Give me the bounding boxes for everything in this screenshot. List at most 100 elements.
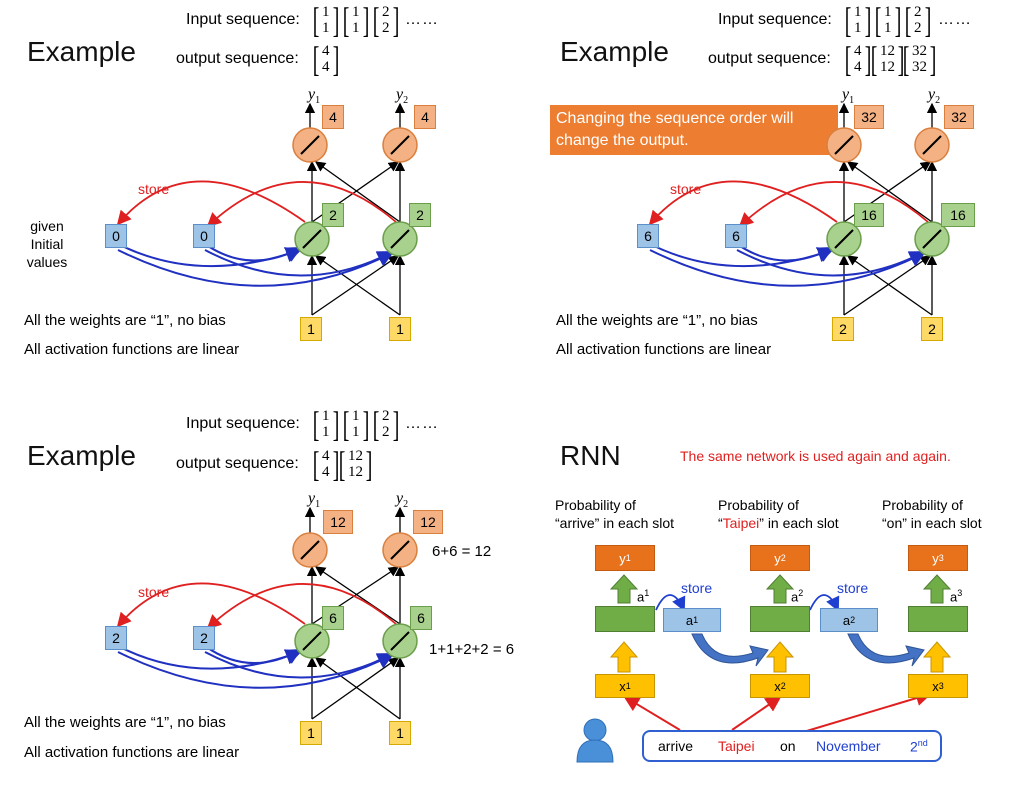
output-value-box: 32 xyxy=(854,105,884,129)
network-diagram xyxy=(116,506,418,720)
rnn-diagram xyxy=(576,574,952,763)
weights-note: All the weights are “1”, no bias xyxy=(556,312,758,329)
example-panel-2: Example Input sequence: output sequence:… xyxy=(510,0,1020,391)
rnn-panel: RNN The same network is used again and a… xyxy=(510,400,1020,791)
output-label-y1: y1 xyxy=(308,86,321,107)
memory-cell: 2 xyxy=(105,626,127,650)
hidden-value-box: 6 xyxy=(322,606,344,630)
output-value-box: 4 xyxy=(414,105,436,129)
input-value-box: 2 xyxy=(832,317,854,341)
input-value-box: 1 xyxy=(300,317,322,341)
panel-title: RNN xyxy=(560,440,621,471)
output-label-y1: y1 xyxy=(842,86,855,107)
memory-cell: 6 xyxy=(637,224,659,248)
rnn-subtitle: The same network is used again and again… xyxy=(680,448,951,464)
word-taipei: Taipei xyxy=(718,738,755,754)
hidden-layer-box xyxy=(908,606,968,632)
input-sequence-label: Input sequence: xyxy=(718,11,832,28)
network-diagram xyxy=(648,102,950,316)
hidden-layer-box xyxy=(750,606,810,632)
output-label-y2: y2 xyxy=(396,86,409,107)
store-label: store xyxy=(138,584,170,600)
hidden-value-box: 2 xyxy=(409,203,431,227)
output-equation: 6+6 = 12 xyxy=(432,543,492,560)
memory-cell: 2 xyxy=(193,626,215,650)
output-sequence-label: output sequence: xyxy=(708,50,831,67)
example-panel-3: Example Input sequence: output sequence:… xyxy=(0,400,514,791)
hidden-value-box: 16 xyxy=(941,203,975,227)
ellipsis: …… xyxy=(405,11,439,28)
word-november: November xyxy=(816,738,881,754)
store-label: store xyxy=(138,181,170,197)
weights-note: All the weights are “1”, no bias xyxy=(24,312,226,329)
panel-title: Example xyxy=(27,440,136,471)
ellipsis: …… xyxy=(938,11,972,28)
hidden-a-label: a2 xyxy=(791,588,804,605)
input-sequence-label: Input sequence: xyxy=(186,415,300,432)
network-diagram xyxy=(116,102,418,316)
output-value-box: 32 xyxy=(944,105,974,129)
output-value-box: 12 xyxy=(413,510,443,534)
activation-note: All activation functions are linear xyxy=(556,341,772,358)
memory-cell: 0 xyxy=(193,224,215,248)
probability-label-2: Probability of “Taipei” in each slot xyxy=(718,497,839,531)
hidden-a-label: a3 xyxy=(950,588,963,605)
probability-label-1: Probability of“arrive” in each slot xyxy=(555,497,675,531)
activation-note: All activation functions are linear xyxy=(24,744,240,761)
store-label: store xyxy=(681,580,713,596)
store-label: store xyxy=(670,181,702,197)
output-sequence-label: output sequence: xyxy=(176,455,299,472)
given-initial-label: given Initial values xyxy=(26,218,68,270)
input-value-box: 1 xyxy=(389,721,411,745)
hidden-value-box: 16 xyxy=(854,203,884,227)
input-sequence-label: Input sequence: xyxy=(186,11,300,28)
output-label-y2: y2 xyxy=(396,490,409,511)
word-on: on xyxy=(780,738,796,754)
output-sequence-label: output sequence: xyxy=(176,50,299,67)
memory-cell: 6 xyxy=(725,224,747,248)
output-label-y1: y1 xyxy=(308,490,321,511)
input-value-box: 1 xyxy=(389,317,411,341)
word-arrive: arrive xyxy=(658,738,694,754)
probability-label-3: Probability of“on” in each slot xyxy=(882,497,982,531)
memory-cell: 0 xyxy=(105,224,127,248)
hidden-value-box: 6 xyxy=(410,606,432,630)
panel-title: Example xyxy=(27,36,136,67)
hidden-layer-box xyxy=(595,606,655,632)
panel-title: Example xyxy=(560,36,669,67)
hidden-a-label: a1 xyxy=(637,588,650,605)
output-value-box: 12 xyxy=(323,510,353,534)
hidden-equation: 1+1+2+2 = 6 xyxy=(429,641,515,658)
callout-note: Changing the sequence order will change … xyxy=(550,105,838,155)
user-icon xyxy=(576,718,614,763)
word-2nd: 2nd xyxy=(910,737,928,755)
sentence-bubble: arrive Taipei on November 2nd xyxy=(642,730,942,762)
input-value-box: 2 xyxy=(921,317,943,341)
input-value-box: 1 xyxy=(300,721,322,745)
output-value-box: 4 xyxy=(322,105,344,129)
example-panel-1: Example Input sequence: output sequence:… xyxy=(0,0,510,391)
output-label-y2: y2 xyxy=(928,86,941,107)
hidden-value-box: 2 xyxy=(322,203,344,227)
